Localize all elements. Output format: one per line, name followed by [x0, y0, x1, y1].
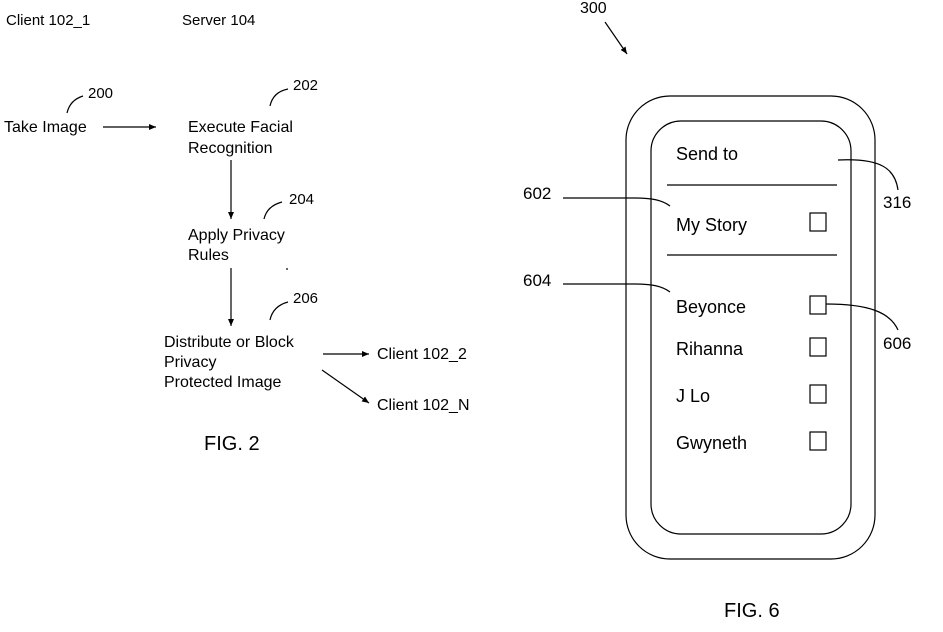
ref-606: 606	[883, 334, 912, 353]
step-apply-line2: Rules	[188, 247, 229, 264]
client-header: Client 102_1	[6, 12, 91, 29]
fig6-caption: FIG. 6	[724, 600, 780, 622]
step-distribute-line3: Protected Image	[164, 374, 282, 391]
arrow-to-client-n	[321, 369, 370, 404]
contact-rihanna[interactable]: Rihanna	[676, 339, 744, 359]
ref-602: 602	[523, 184, 552, 203]
checkbox-jlo[interactable]	[809, 384, 827, 404]
server-header: Server 104	[182, 12, 256, 29]
leader-602	[563, 197, 671, 207]
step-execute-line2: Recognition	[188, 140, 273, 157]
ref-206: 206	[293, 290, 319, 307]
ref-316: 316	[883, 193, 912, 212]
step-execute-line1: Execute Facial	[188, 119, 293, 136]
leader-202	[269, 88, 289, 107]
step-apply-line1: Apply Privacy	[188, 227, 285, 244]
output-client-2: Client 102_2	[377, 346, 467, 363]
my-story-label: My Story	[676, 215, 748, 235]
checkbox-rihanna[interactable]	[809, 337, 827, 357]
leader-206	[269, 301, 289, 321]
ref-204: 204	[289, 191, 315, 208]
ref-202: 202	[293, 77, 319, 94]
fig2-caption: FIG. 2	[204, 433, 260, 455]
checkbox-gwyneth[interactable]	[809, 431, 827, 451]
phone-outer-frame	[625, 95, 876, 560]
ref-300: 300	[580, 0, 607, 17]
contact-beyonce[interactable]: Beyonce	[676, 297, 747, 317]
leader-604	[563, 283, 671, 293]
ref-200: 200	[88, 85, 114, 102]
step-take-image: Take Image	[4, 119, 87, 136]
arrow-300	[604, 21, 628, 55]
phone-screen	[650, 120, 852, 535]
step-distribute-line2: Privacy	[164, 354, 217, 371]
contact-gwyneth[interactable]: Gwyneth	[676, 433, 748, 453]
checkbox-beyonce[interactable]	[809, 295, 827, 315]
output-client-n: Client 102_N	[377, 397, 470, 414]
step-distribute-line1: Distribute or Block	[164, 334, 294, 351]
leader-204	[263, 201, 283, 220]
leader-606	[825, 303, 899, 331]
send-to-label: Send to	[676, 144, 739, 164]
leader-200	[66, 95, 84, 114]
checkbox-my-story[interactable]	[809, 212, 827, 232]
contact-jlo[interactable]: J Lo	[676, 386, 711, 406]
ref-604: 604	[523, 271, 552, 290]
leader-316	[837, 159, 899, 191]
